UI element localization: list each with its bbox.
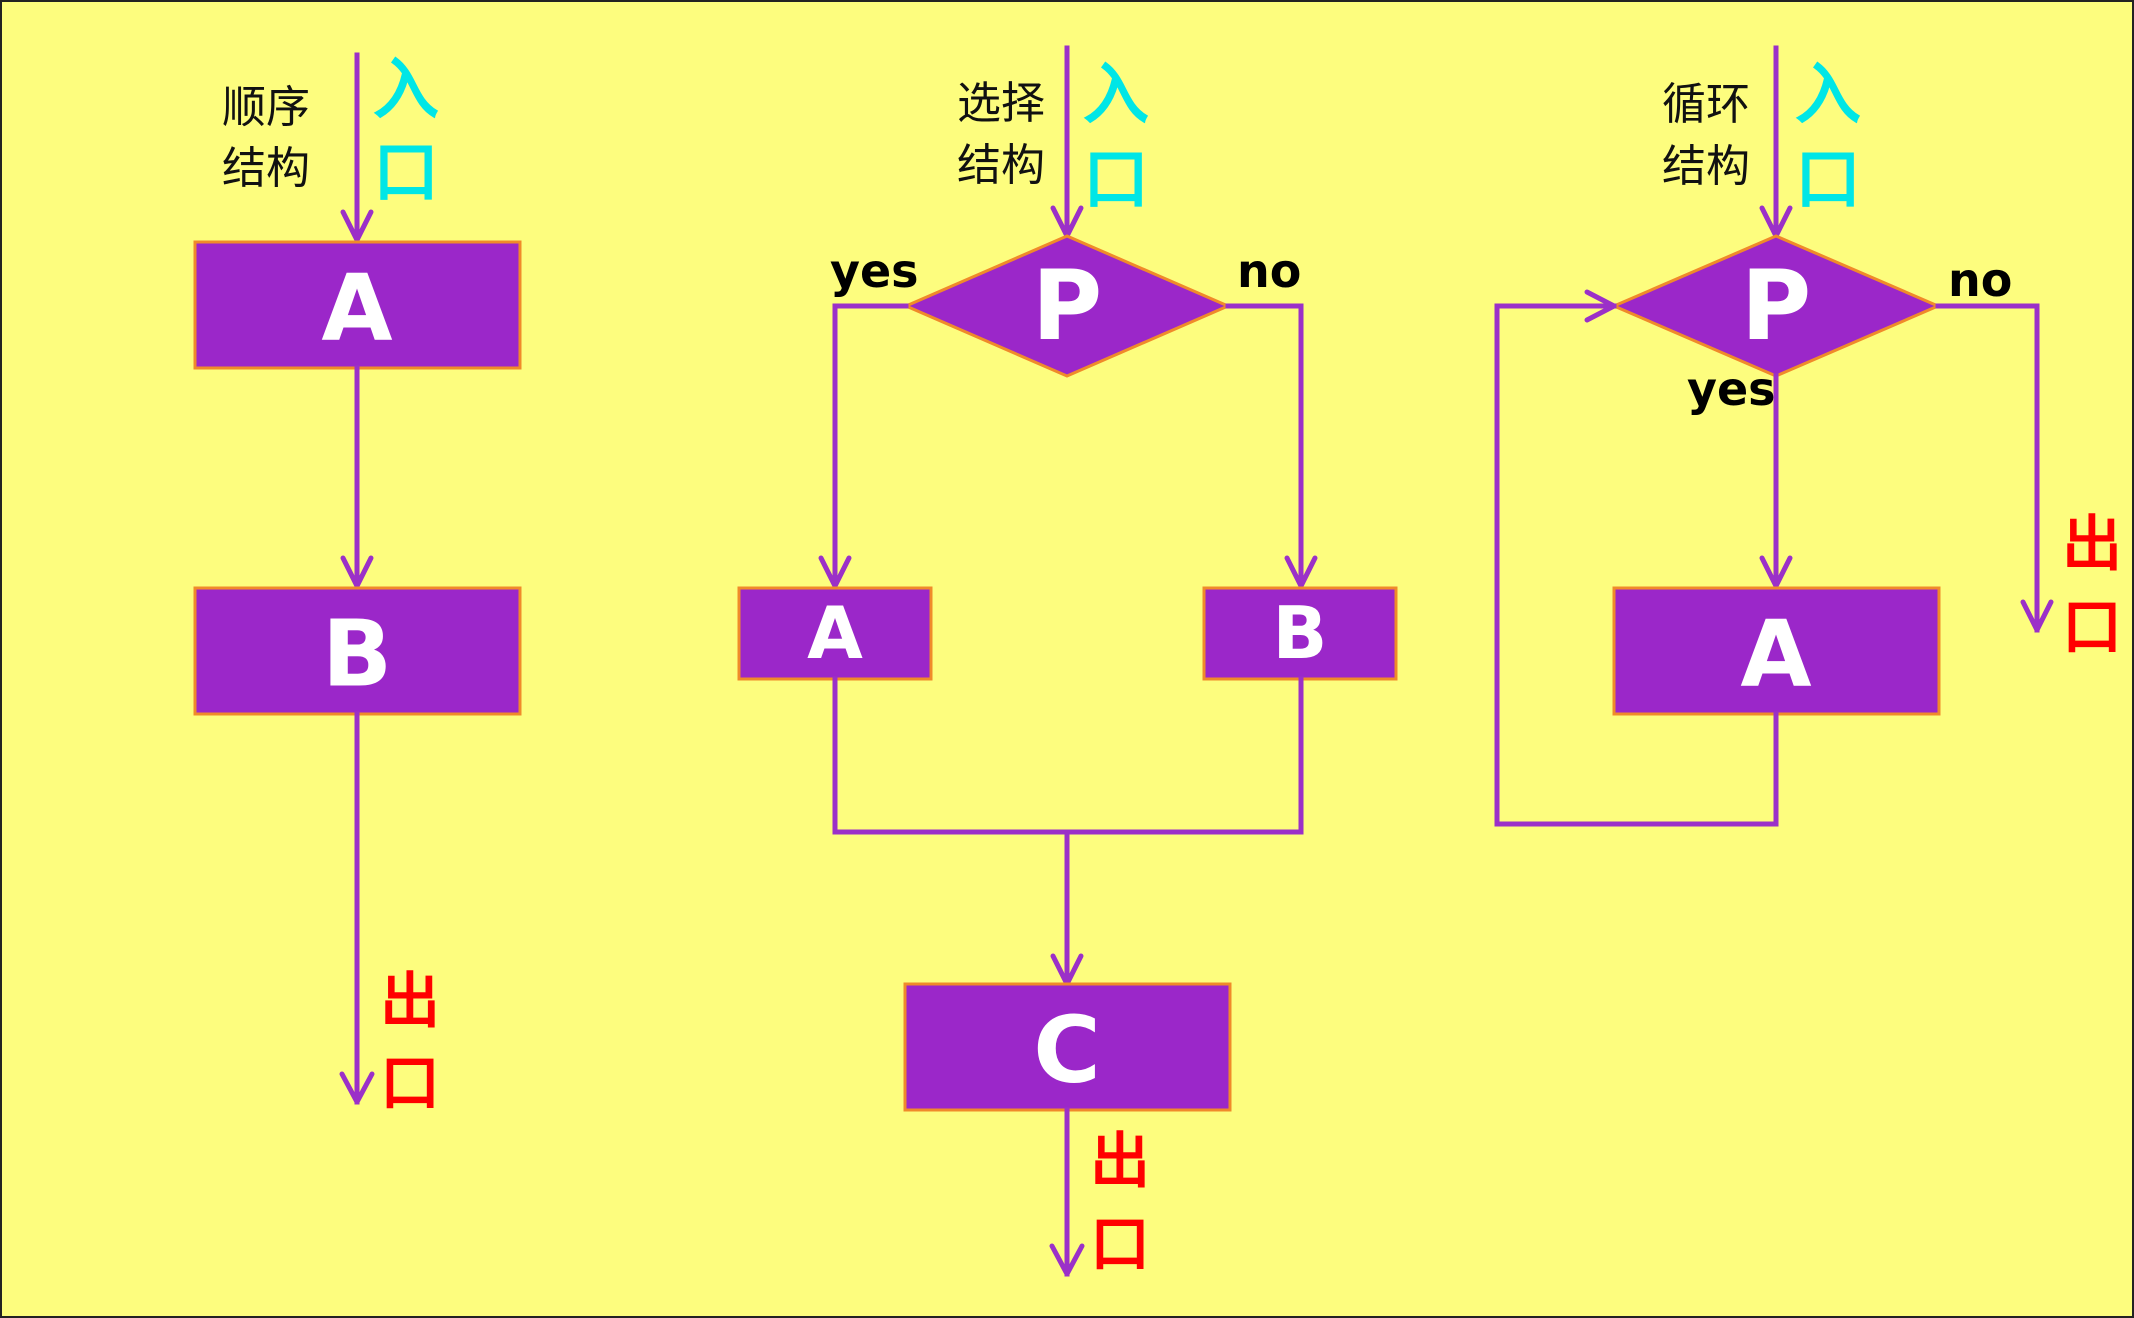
loop-yes-label: yes bbox=[1687, 362, 1776, 416]
loop-exit-line2: 口 bbox=[2062, 593, 2122, 663]
selection-box-b-label: B bbox=[1273, 591, 1328, 675]
sequence-title-line1: 顺序 bbox=[222, 82, 310, 133]
loop-back-arrowhead bbox=[1584, 289, 1617, 323]
selection-no-branch-line bbox=[1225, 303, 1304, 589]
selection-title-line2: 结构 bbox=[957, 140, 1045, 191]
selection-box-c-label: C bbox=[1033, 997, 1101, 1104]
selection-yes-arrowhead bbox=[818, 555, 852, 589]
loop-box-a-label: A bbox=[1740, 601, 1811, 708]
loop-title-line1: 循环 bbox=[1662, 79, 1750, 130]
sequence-structure: 顺序 结构 入 口 A B 出 口 bbox=[193, 51, 522, 1119]
loop-back-line bbox=[1494, 303, 1779, 827]
selection-exit-line2: 口 bbox=[1090, 1210, 1150, 1280]
selection-no-label: no bbox=[1237, 244, 1301, 298]
selection-exit-arrowhead bbox=[1049, 1243, 1085, 1277]
sequence-box-b bbox=[193, 586, 522, 716]
loop-title-line2: 结构 bbox=[1662, 141, 1750, 192]
loop-exit-arrowhead bbox=[2020, 599, 2054, 633]
loop-no-branch-line bbox=[1935, 303, 2040, 633]
selection-structure: 选择 结构 入 口 P yes no A B C 出 口 bbox=[737, 45, 1398, 1280]
sequence-box-b-label: B bbox=[322, 601, 392, 708]
selection-box-c bbox=[903, 982, 1232, 1112]
sequence-entry-arrowhead bbox=[340, 209, 374, 243]
sequence-exit-arrowhead bbox=[339, 1071, 375, 1105]
selection-no-arrowhead bbox=[1284, 555, 1318, 589]
loop-box-a bbox=[1612, 586, 1941, 716]
selection-yes-label: yes bbox=[830, 244, 919, 298]
sequence-exit-line2: 口 bbox=[380, 1049, 440, 1119]
selection-yes-branch-line bbox=[832, 303, 909, 589]
loop-exit-line1: 出 bbox=[2062, 510, 2122, 580]
loop-structure: 循环 结构 入 口 P no yes A 出 口 bbox=[1494, 45, 2122, 827]
selection-condition-label: P bbox=[1032, 250, 1102, 362]
loop-entry-line1: 入 bbox=[1795, 56, 1861, 133]
selection-title-line1: 选择 bbox=[957, 78, 1045, 129]
loop-entry-line2: 口 bbox=[1795, 141, 1861, 218]
selection-box-a-label: A bbox=[807, 591, 863, 675]
sequence-exit-line1: 出 bbox=[380, 967, 440, 1037]
sequence-box-a-label: A bbox=[321, 255, 392, 362]
sequence-arrowhead-b bbox=[340, 555, 374, 589]
sequence-title-line2: 结构 bbox=[222, 143, 310, 194]
selection-exit-line1: 出 bbox=[1090, 1127, 1150, 1197]
loop-no-label: no bbox=[1948, 253, 2012, 307]
selection-entry-line2: 口 bbox=[1083, 141, 1149, 218]
loop-condition-label: P bbox=[1741, 250, 1811, 362]
sequence-entry-line1: 入 bbox=[373, 51, 439, 128]
sequence-box-a bbox=[193, 240, 522, 370]
loop-yes-arrowhead bbox=[1759, 555, 1793, 589]
selection-condition-diamond bbox=[902, 234, 1232, 378]
selection-entry-line1: 入 bbox=[1083, 56, 1149, 133]
sequence-entry-line2: 口 bbox=[373, 134, 439, 211]
